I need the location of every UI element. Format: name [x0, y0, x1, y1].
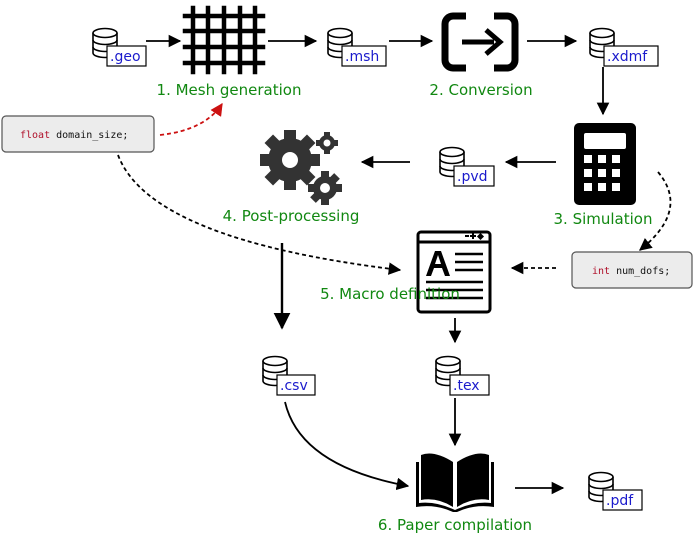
- file-ext-box: [602, 489, 643, 511]
- file-ext-label: .geo: [110, 49, 141, 65]
- file-ext-box: [341, 45, 387, 67]
- arrow-simulation-to-dofs: [639, 171, 672, 251]
- file-csv: .csv: [262, 355, 316, 396]
- conversion-icon: [441, 8, 519, 76]
- file-ext-label: .csv: [280, 378, 308, 394]
- code-box-domain-size: float domain_size;: [1, 115, 155, 153]
- arrows: [117, 34, 672, 495]
- text-document-icon: [416, 230, 492, 314]
- calculator-icon: [574, 123, 636, 205]
- step-conversion: 2. Conversion: [429, 8, 533, 99]
- file-ext-label: .pdf: [606, 493, 634, 509]
- grid-mesh-icon: [182, 5, 266, 75]
- step-paper-compilation: 6. Paper compilation: [378, 453, 532, 534]
- step-label: 3. Simulation: [554, 210, 653, 228]
- step-label: 5. Macro definition: [320, 285, 460, 303]
- step-simulation: 3. Simulation: [554, 123, 653, 228]
- code-snippet: int num_dofs;: [592, 266, 670, 277]
- step-label: 2. Conversion: [429, 81, 532, 99]
- code-snippet: float domain_size;: [20, 130, 128, 141]
- step-label: 6. Paper compilation: [378, 516, 532, 534]
- file-ext-label: .tex: [453, 378, 480, 394]
- file-ext-box: [453, 165, 495, 187]
- file-ext-label: .msh: [345, 49, 379, 65]
- step-macro-definition: 5. Macro definition: [320, 230, 492, 314]
- step-label: 4. Post-processing: [223, 207, 360, 225]
- file-pvd: .pvd: [439, 146, 495, 187]
- step-mesh-generation: 1. Mesh generation: [157, 5, 302, 99]
- file-xdmf: .xdmf: [589, 27, 659, 67]
- file-tex: .tex: [435, 355, 490, 396]
- arrow-csv-to-paper: [284, 401, 410, 491]
- file-ext-label: .xdmf: [607, 49, 648, 65]
- code-box-num-dofs: int num_dofs;: [571, 251, 693, 289]
- file-pdf: .pdf: [588, 471, 643, 511]
- arrow-domain-to-macro: [117, 154, 402, 275]
- step-post-processing: 4. Post-processing: [223, 130, 360, 225]
- step-label: 1. Mesh generation: [157, 81, 302, 99]
- arrow-domain-to-mesh: [159, 102, 223, 136]
- file-ext-box: [106, 45, 147, 67]
- file-msh: .msh: [327, 27, 387, 67]
- file-ext-box: [276, 374, 316, 396]
- file-geo: .geo: [92, 27, 147, 67]
- file-ext-box: [449, 374, 490, 396]
- gears-icon: [260, 130, 342, 205]
- file-ext-box: [603, 45, 659, 67]
- open-book-icon: [416, 453, 494, 512]
- file-ext-label: .pvd: [457, 169, 488, 185]
